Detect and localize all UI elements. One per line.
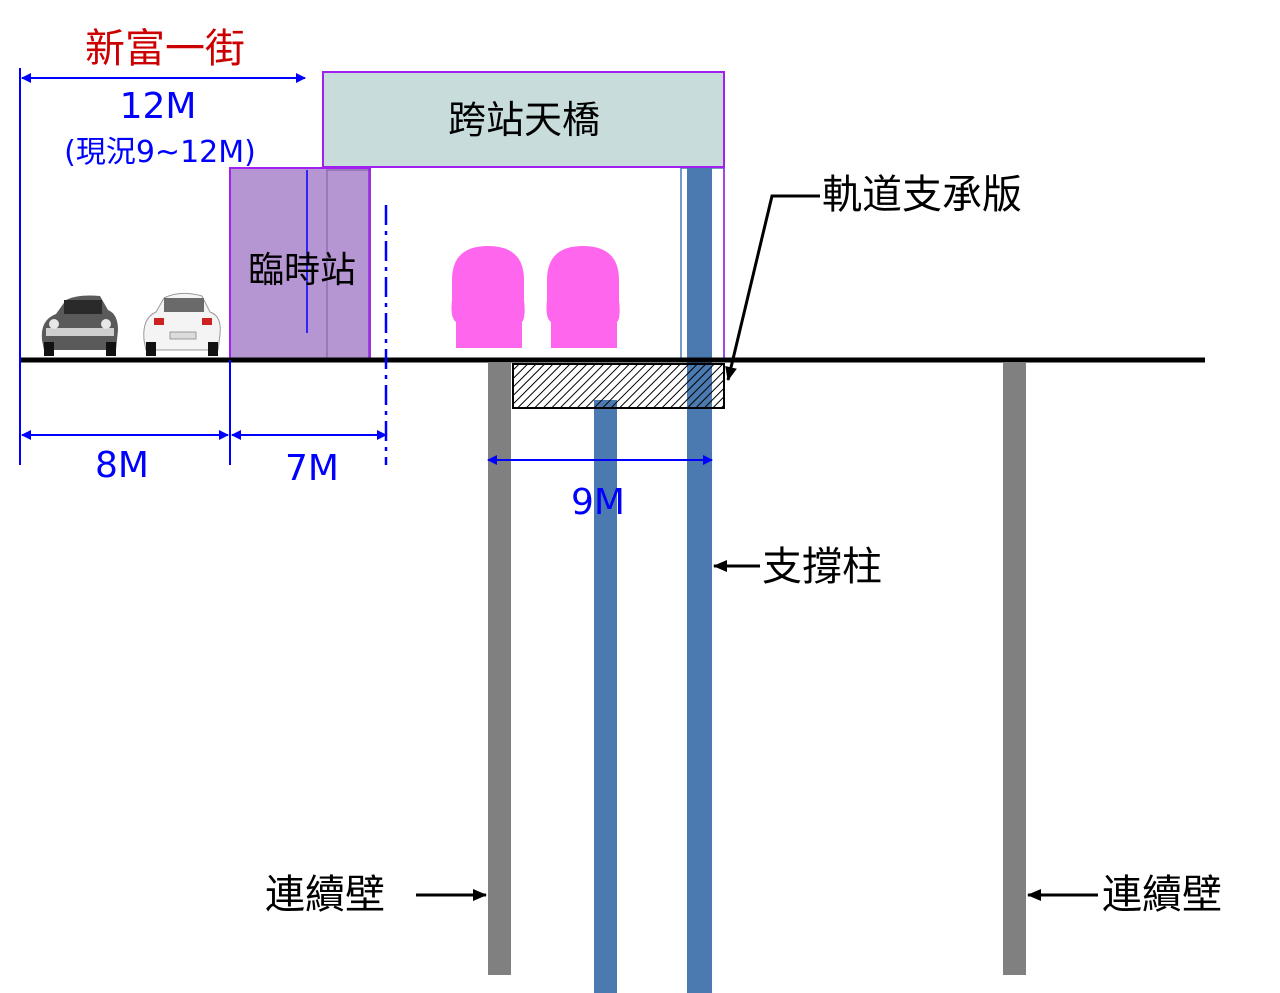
wall-left-label: 連續壁 — [265, 872, 385, 918]
dim-track: 9M — [571, 482, 625, 523]
car-icon-white — [143, 292, 221, 356]
dim-road: 8M — [95, 445, 149, 486]
car-icon-dark — [41, 295, 118, 356]
wall-right-label: 連續壁 — [1102, 872, 1222, 918]
street-name: 新富一街 — [85, 26, 245, 72]
train-left — [451, 246, 525, 348]
street-width: 12M — [120, 86, 197, 127]
train-right — [546, 246, 620, 348]
temporary-station — [229, 167, 371, 361]
column-label: 支撐柱 — [762, 544, 882, 590]
rail-slab-label: 軌道支承版 — [822, 172, 1022, 218]
diaphragm-wall-left — [488, 363, 511, 975]
support-column-right — [687, 168, 712, 993]
diaphragm-wall-right — [1003, 363, 1026, 975]
dim-station: 7M — [285, 448, 339, 489]
support-column-center — [594, 400, 617, 993]
cross-station-bridge — [322, 71, 725, 168]
street-current-width: (現況9~12M) — [64, 135, 256, 170]
track-support-slab — [512, 363, 725, 409]
bridge-label: 跨站天橋 — [448, 98, 600, 142]
rail-slab-leader — [725, 194, 820, 381]
bridge-frame — [368, 166, 725, 361]
temp-station-label: 臨時站 — [248, 250, 356, 291]
